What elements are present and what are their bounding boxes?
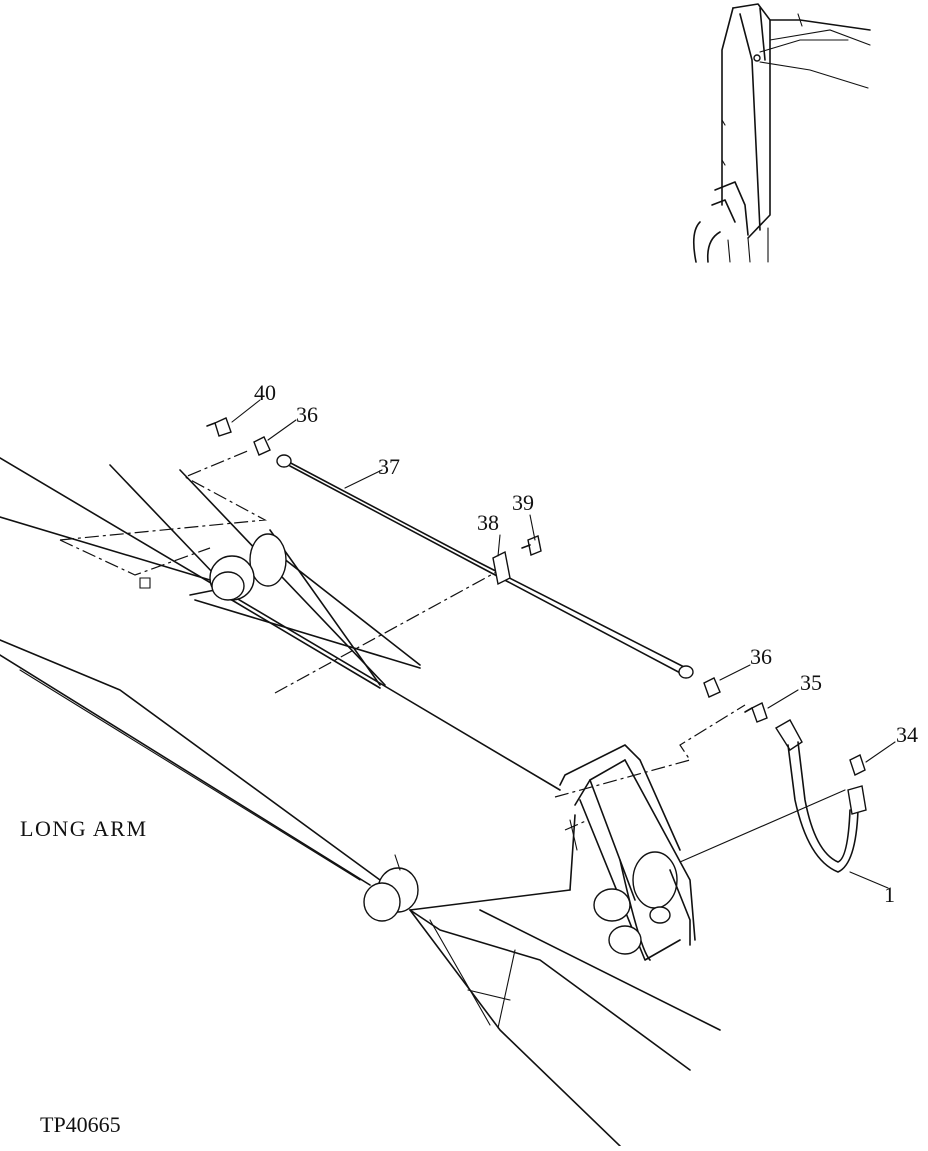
- callout-40: 40: [254, 380, 276, 405]
- fitting-40: [206, 417, 232, 437]
- arm-body: [0, 457, 721, 1147]
- callout-35: 35: [800, 670, 822, 695]
- callout-34: 34: [896, 722, 918, 747]
- arm-boss: [363, 854, 419, 922]
- diagram-caption: LONG ARM: [20, 816, 148, 841]
- callout-labels: 40 36 37 39 38 36 35 34 1: [254, 380, 918, 907]
- hose-1: [775, 719, 867, 873]
- nut-34: [849, 754, 866, 776]
- installation-centerlines: [59, 449, 846, 863]
- leader-lines: [231, 399, 896, 889]
- callout-37: 37: [378, 454, 400, 479]
- callout-36-upper: 36: [296, 402, 318, 427]
- callout-36-lower: 36: [750, 644, 772, 669]
- callout-38: 38: [477, 510, 499, 535]
- nut-36-upper: [253, 436, 271, 456]
- bucket-bracket: [559, 744, 696, 961]
- callout-1: 1: [884, 882, 895, 907]
- nut-36-lower: [703, 677, 721, 698]
- adapter-35: [744, 702, 768, 723]
- tube-37: [276, 454, 694, 679]
- cylinder-pivot: [109, 464, 421, 689]
- figure-id: TP40665: [40, 1112, 121, 1137]
- bolt-39: [521, 535, 542, 556]
- clamp-38: [492, 550, 511, 586]
- callout-39: 39: [512, 490, 534, 515]
- machine-location-inset: [692, 3, 871, 263]
